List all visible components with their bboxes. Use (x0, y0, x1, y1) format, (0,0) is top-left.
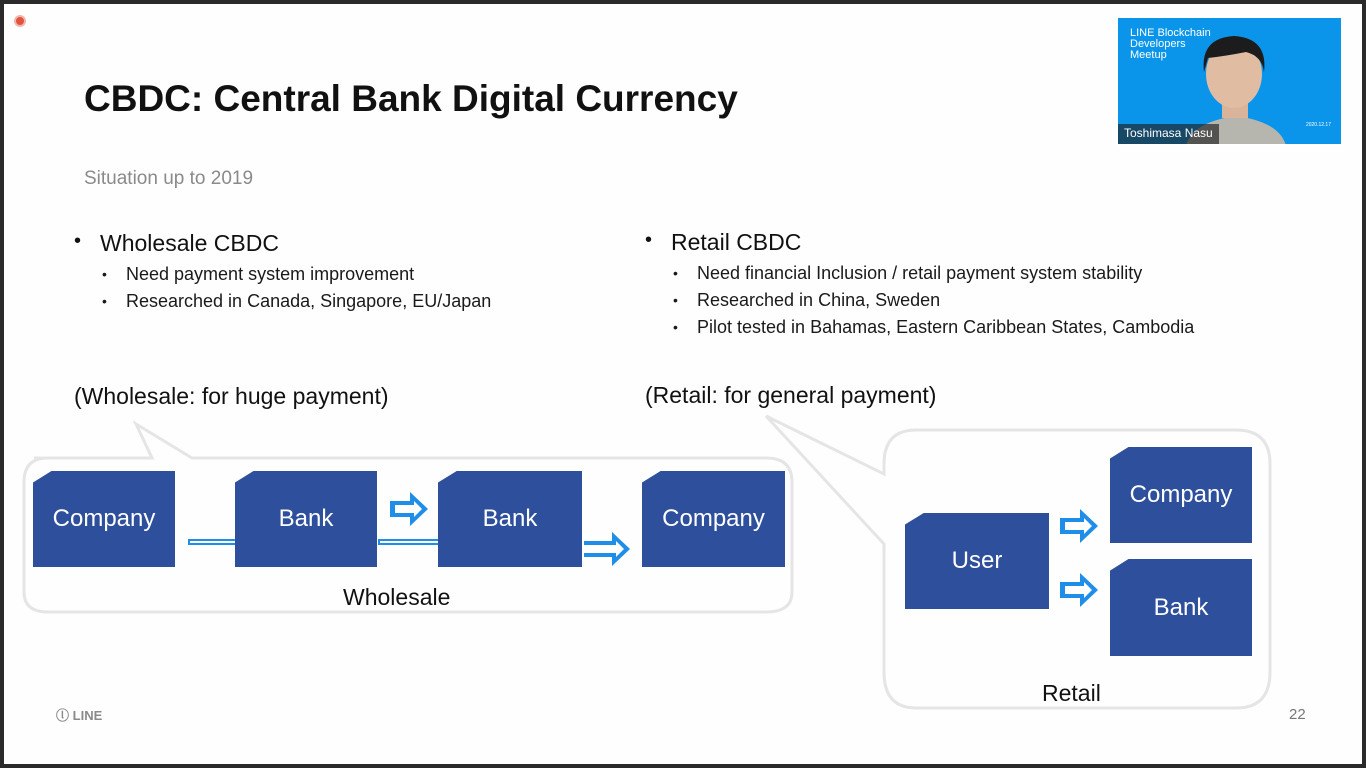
bullet-text: Pilot tested in Bahamas, Eastern Caribbe… (697, 317, 1195, 337)
list-item: • Need payment system improvement (74, 261, 491, 288)
retail-user-box: User (905, 513, 1049, 609)
box-label: Bank (482, 505, 538, 532)
arrow-right-icon (1060, 573, 1098, 607)
arrow-right-icon (390, 492, 428, 526)
video-event-title: LINE Blockchain Developers Meetup (1130, 27, 1211, 61)
bullet-text: Researched in China, Sweden (697, 290, 941, 310)
recording-indicator-icon (14, 15, 26, 27)
retail-heading: • Retail CBDC (645, 229, 1194, 256)
box-label: Company (52, 505, 156, 532)
retail-diagram-label: Retail (1042, 680, 1101, 706)
line-logo-text: LINE (72, 708, 103, 723)
list-item: • Pilot tested in Bahamas, Eastern Caribb… (645, 314, 1194, 341)
box-label: User (951, 547, 1003, 574)
retail-bullet-list: • Need financial Inclusion / retail payme… (645, 260, 1194, 341)
wholesale-connector-lines (188, 539, 440, 545)
wholesale-company-box: Company (33, 471, 175, 567)
line-logo-icon: ⓛ (56, 708, 70, 723)
list-item: • Researched in Canada, Singapore, EU/Jap… (74, 288, 491, 315)
wholesale-bank-box: Bank (235, 471, 377, 567)
page-number: 22 (1289, 706, 1306, 723)
wholesale-caption: (Wholesale: for huge payment) (74, 383, 389, 409)
wholesale-callout-bubble (22, 420, 794, 614)
bullet-icon: • (673, 292, 678, 308)
wholesale-company-box: Company (642, 471, 785, 567)
retail-company-box: Company (1110, 447, 1252, 543)
speaker-name-label: Toshimasa Nasu (1118, 124, 1219, 144)
bullet-icon: • (673, 265, 678, 281)
presentation-slide: CBDC: Central Bank Digital Currency Situ… (4, 4, 1362, 764)
bullet-text: Researched in Canada, Singapore, EU/Japa… (126, 291, 492, 311)
retail-bank-box: Bank (1110, 559, 1252, 656)
bullet-icon: • (645, 229, 653, 251)
slide-subtitle: Situation up to 2019 (84, 168, 254, 189)
wholesale-heading: • Wholesale CBDC (74, 230, 491, 257)
wholesale-bullet-list: • Need payment system improvement • Resear… (74, 261, 491, 315)
bullet-icon: • (102, 293, 107, 309)
box-label: Bank (1153, 593, 1209, 621)
bullet-icon: • (673, 319, 678, 335)
callout-bubbles (22, 414, 1272, 710)
retail-heading-text: Retail CBDC (671, 229, 802, 255)
box-label: Company (662, 505, 765, 532)
slide-title: CBDC: Central Bank Digital Currency (84, 78, 738, 119)
list-item: • Researched in China, Sweden (645, 287, 1194, 314)
retail-caption: (Retail: for general payment) (645, 382, 937, 408)
wholesale-diagram-label: Wholesale (343, 584, 451, 610)
box-label: Bank (278, 505, 334, 532)
arrow-right-icon (584, 532, 630, 566)
wholesale-bank-box: Bank (438, 471, 582, 567)
wholesale-heading-text: Wholesale CBDC (100, 230, 279, 256)
box-label: Company (1129, 481, 1233, 508)
line-logo: ⓛ LINE (56, 705, 102, 724)
retail-callout-bubble (764, 414, 1272, 710)
speaker-video-thumbnail[interactable]: LINE Blockchain Developers Meetup 2020.1… (1116, 16, 1343, 146)
bullet-text: Need financial Inclusion / retail paymen… (697, 263, 1143, 283)
speaker-avatar (1186, 36, 1286, 144)
wholesale-section: • Wholesale CBDC • Need payment system im… (74, 230, 491, 315)
arrow-right-icon (1060, 509, 1098, 543)
bullet-icon: • (102, 266, 107, 282)
retail-section: • Retail CBDC • Need financial Inclusion … (645, 229, 1194, 341)
bullet-text: Need payment system improvement (126, 264, 415, 284)
bullet-icon: • (74, 230, 82, 252)
list-item: • Need financial Inclusion / retail payme… (645, 260, 1194, 287)
video-date: 2020.12.17 (1305, 122, 1331, 128)
